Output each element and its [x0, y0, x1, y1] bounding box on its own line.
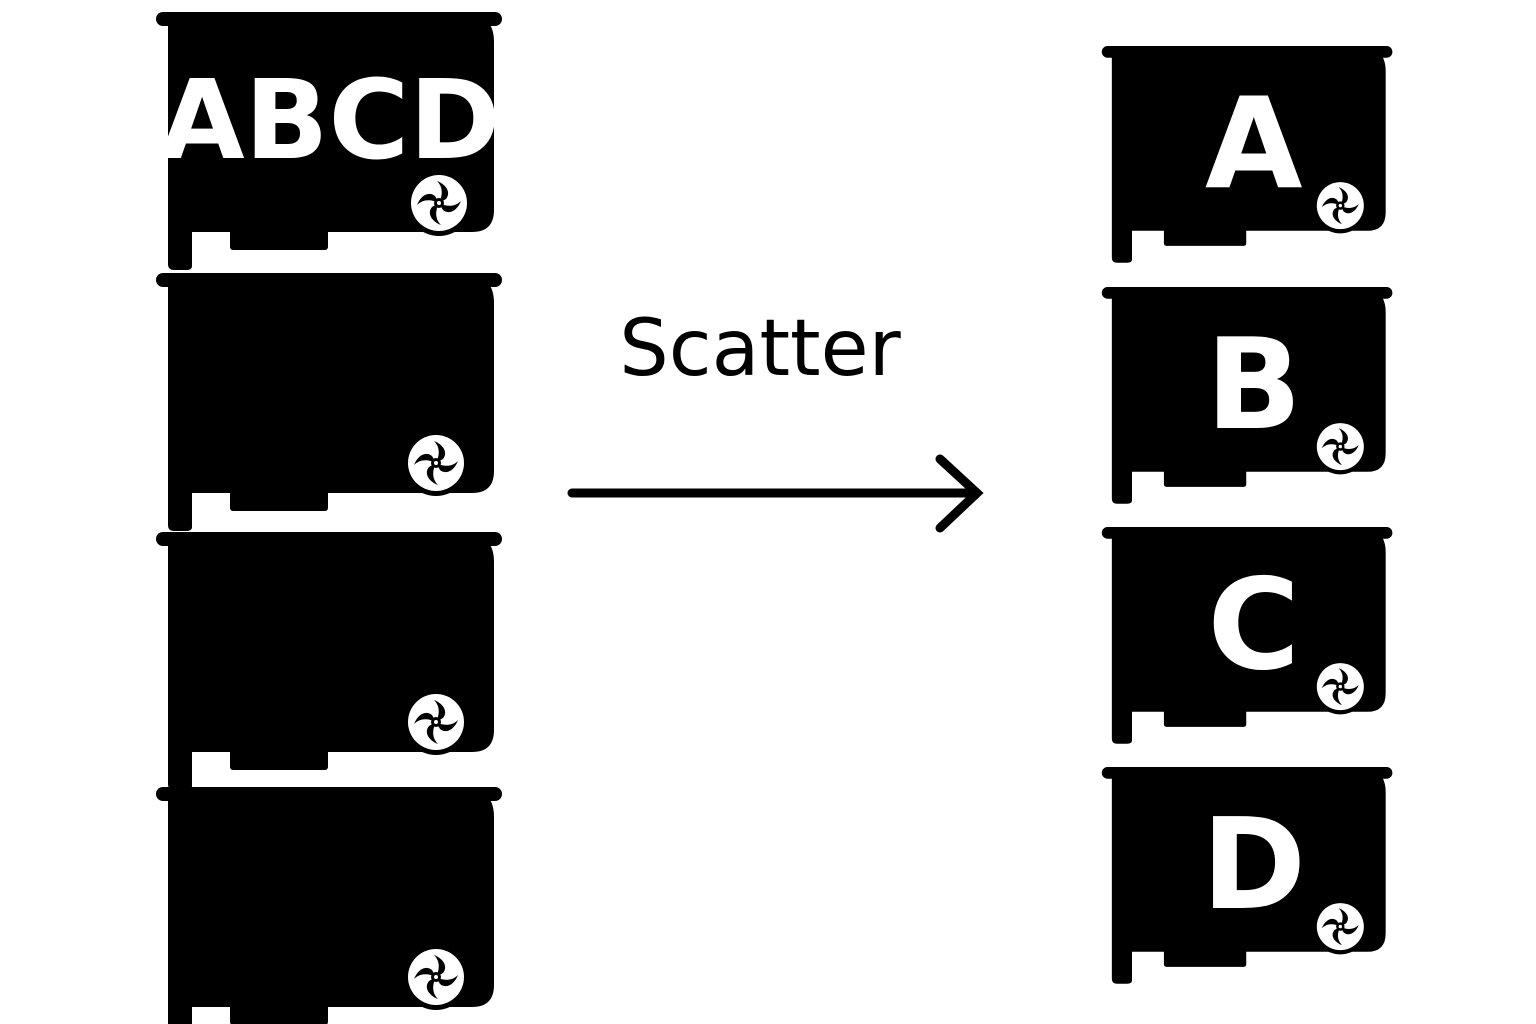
destination-card-1: A — [1101, 46, 1393, 263]
fan-icon — [1312, 898, 1369, 955]
source-card-4 — [156, 787, 502, 1024]
destination-card-label: A — [1205, 70, 1303, 217]
fan-icon — [1312, 418, 1369, 475]
arrow-right-icon — [567, 454, 984, 533]
operation-label: Scatter — [619, 304, 901, 394]
fan-icon — [1312, 177, 1369, 234]
fan-icon — [403, 689, 469, 755]
destination-card-3: C — [1101, 527, 1393, 744]
fan-icon — [403, 944, 469, 1010]
source-card-1: ABCD — [156, 12, 502, 270]
source-card-3 — [156, 532, 502, 790]
destination-card-label: D — [1202, 791, 1307, 938]
fan-icon — [406, 170, 472, 236]
source-card-2 — [156, 273, 502, 531]
fan-icon — [1312, 658, 1369, 715]
destination-card-2: B — [1101, 287, 1393, 504]
fan-icon — [403, 430, 469, 496]
destination-card-label: B — [1206, 311, 1302, 458]
source-card-label: ABCD — [159, 56, 500, 184]
destination-card-4: D — [1101, 767, 1393, 984]
destination-card-label: C — [1208, 551, 1300, 698]
